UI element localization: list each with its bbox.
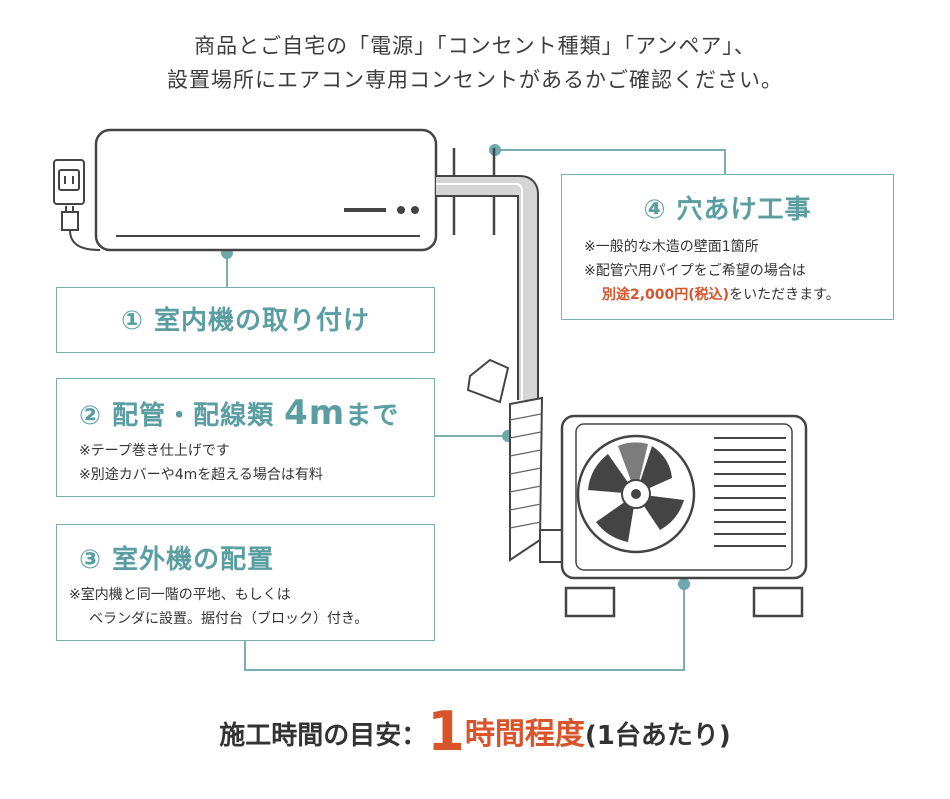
pipe (436, 175, 539, 400)
indoor-unit-icon (94, 128, 438, 252)
step-piping-box: ② 配管・配線類 4mまで ※テープ巻き仕上げです ※別途カバーや4mを超える場… (56, 378, 435, 497)
connector-wall-hole (495, 149, 726, 174)
step-outdoor-unit-box: ③ 室外機の配置 ※室内機と同一階の平地、もしくは ベランダに設置。据付台（ブロ… (56, 524, 435, 641)
vent-grille (714, 437, 786, 547)
step-wall-hole-box: ④ 穴あけ工事 ※一般的な木造の壁面1箇所 ※配管穴用パイプをご希望の場合は 別… (561, 174, 894, 320)
taped-pipe (509, 396, 565, 563)
install-time-estimate: 施工時間の目安：1時間程度(1台あたり) (0, 700, 950, 763)
step-piping-note-2: ※別途カバーや4mを超える場合は有料 (79, 467, 323, 483)
install-time-number: 1 (427, 700, 465, 763)
install-time-unit: 時間程度 (464, 717, 585, 752)
power-plug-icon (61, 206, 101, 251)
step-wall-hole-note-1: ※一般的な木造の壁面1箇所 (584, 239, 759, 255)
intro-line-1: 商品とご自宅の「電源」「コンセント種類」「アンペア」、 (194, 34, 756, 58)
wall-hole-price: 別途2,000円(税込) (602, 287, 730, 303)
step-piping-note-1: ※テープ巻き仕上げです (79, 443, 230, 459)
intro-line-2: 設置場所にエアコン専用コンセントがあるかご確認ください。 (167, 68, 783, 92)
connector-outdoor-unit (244, 584, 685, 671)
step-outdoor-unit-note-2: ベランダに設置。据付台（ブロック）付き。 (89, 611, 369, 627)
power-outlet-icon (53, 159, 85, 205)
install-time-suffix: (1台あたり) (584, 721, 731, 751)
install-time-label: 施工時間の目安： (219, 721, 428, 751)
step-wall-hole-price-line: 別途2,000円(税込)をいただきます。 (602, 287, 840, 303)
step-outdoor-unit-note-1: ※室内機と同一階の平地、もしくは (69, 587, 291, 603)
mounting-blocks (564, 586, 804, 618)
step-wall-hole-title: ④ 穴あけ工事 (643, 195, 812, 225)
step-wall-hole-note-2: ※配管穴用パイプをご希望の場合は (584, 263, 806, 279)
step-outdoor-unit-title: ③ 室外機の配置 (79, 545, 275, 575)
fan-icon (576, 434, 696, 554)
step-indoor-unit-title: ① 室内機の取り付け (120, 306, 371, 336)
pipe-cover-icon (466, 358, 510, 404)
step-indoor-unit-box: ① 室内機の取り付け (56, 287, 435, 353)
step-piping-title: ② 配管・配線類 4mまで (79, 393, 400, 433)
